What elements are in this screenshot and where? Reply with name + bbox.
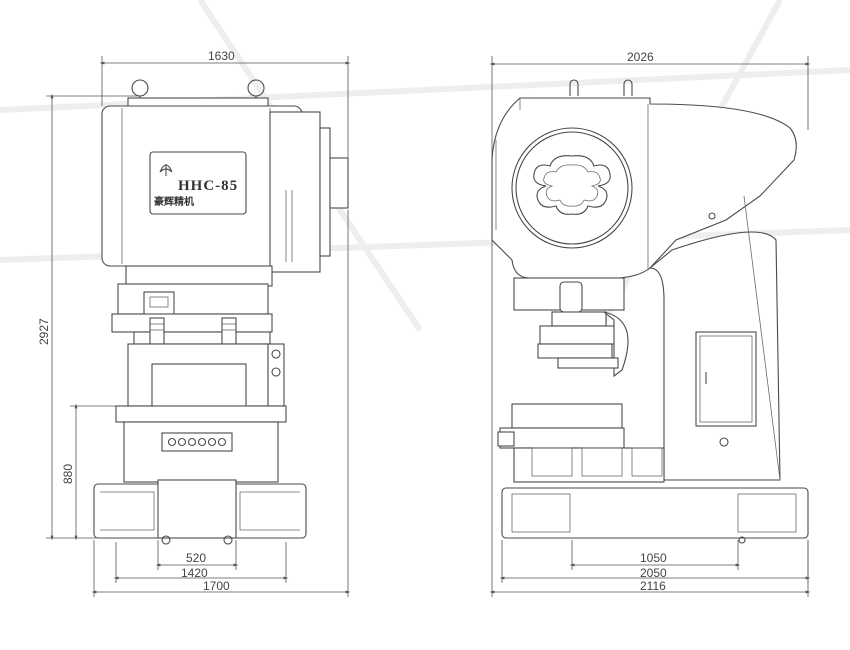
- side-pedal: [497, 431, 515, 447]
- flywheel-cap: [319, 127, 331, 257]
- dim-label-1050: 1050: [640, 551, 667, 565]
- electrical-cabinet-door: [695, 331, 757, 427]
- side-view: 2026 1050 2050 2116: [489, 50, 811, 597]
- bed: [123, 421, 279, 483]
- dim-label-1630: 1630: [208, 49, 235, 63]
- flywheel-window: [533, 155, 611, 215]
- nameplate-brand: 豪辉精机: [154, 195, 194, 208]
- dim-label-2026: 2026: [627, 50, 654, 64]
- base-center-block: [157, 479, 237, 539]
- indicator-lamp: [271, 349, 281, 359]
- side-bed-top: [499, 427, 625, 449]
- side-lifting-eye-right: [623, 79, 633, 96]
- side-bolt: [708, 212, 716, 220]
- slide-guide: [117, 283, 269, 315]
- button-1: [167, 437, 177, 447]
- dim-label-2050: 2050: [640, 566, 667, 580]
- slide-adjust-box: [143, 291, 175, 317]
- button-5: [207, 437, 217, 447]
- side-base: [501, 487, 809, 539]
- button-6: [217, 437, 227, 447]
- dim-label-880: 880: [61, 464, 75, 484]
- die-space: [151, 363, 247, 409]
- spring-left: [149, 317, 165, 345]
- side-caster: [738, 536, 746, 544]
- nameplate: HHC-85 豪辉精机: [149, 151, 247, 215]
- side-slide-lower: [539, 325, 621, 345]
- nameplate-model: HHC-85: [178, 178, 238, 194]
- dim-label-1420: 1420: [181, 566, 208, 580]
- dim-label-2927: 2927: [37, 318, 51, 345]
- control-side: [267, 343, 285, 407]
- side-lifting-eye-left: [569, 79, 579, 96]
- caster-left: [161, 535, 171, 545]
- side-die-gap: [557, 357, 619, 369]
- dim-label-2116: 2116: [640, 579, 666, 593]
- side-bolster: [511, 403, 623, 429]
- side-cylinder: [559, 281, 583, 313]
- side-port: [719, 437, 729, 447]
- slide-plate: [111, 313, 273, 333]
- control-buttons: [167, 437, 227, 447]
- caster-right: [223, 535, 233, 545]
- dim-label-520: 520: [186, 551, 206, 565]
- side-upper-die: [537, 343, 613, 359]
- logo-icon: [159, 164, 173, 176]
- front-view: HHC-85 豪辉精机: [37, 49, 351, 597]
- spring-right: [221, 317, 237, 345]
- button-3: [187, 437, 197, 447]
- button-2: [177, 437, 187, 447]
- side-knuckle: [603, 311, 629, 378]
- flywheel-outer: [511, 127, 633, 249]
- clutch-unit: [329, 157, 349, 209]
- button-4: [197, 437, 207, 447]
- bolster-table: [115, 405, 287, 423]
- control-panel: [161, 432, 233, 452]
- flywheel-side: [269, 111, 321, 273]
- side-slide: [551, 311, 607, 327]
- dim-label-1700: 1700: [203, 579, 230, 593]
- crown-neck: [125, 265, 273, 287]
- side-bed: [513, 447, 665, 483]
- selector-knob: [271, 367, 281, 377]
